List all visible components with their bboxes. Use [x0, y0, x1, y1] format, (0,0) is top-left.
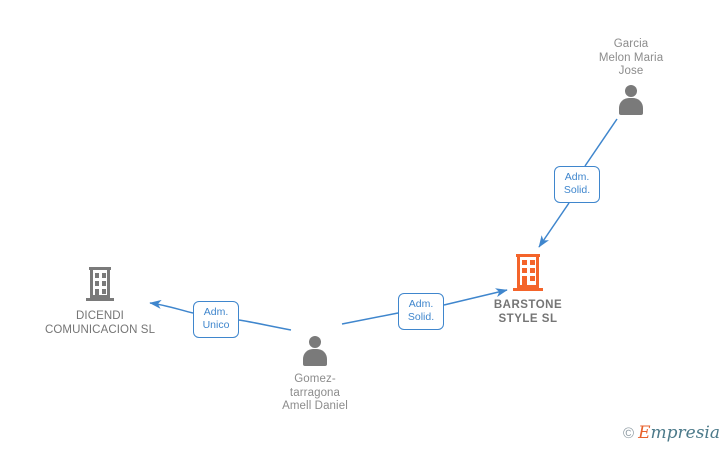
copyright-icon: ©: [623, 425, 635, 442]
building-icon: [448, 252, 608, 297]
empresia-watermark: © Empresia: [623, 425, 720, 442]
person-icon: [235, 336, 395, 371]
brand-initial: E: [638, 423, 651, 443]
brand-logo: Empresia: [638, 425, 720, 442]
node-person-garcia[interactable]: Garcia Melon Maria Jose: [551, 36, 711, 120]
building-icon: [20, 265, 180, 308]
node-label-barstone: BARSTONE STYLE SL: [493, 299, 563, 325]
node-label-dicendi: DICENDI COMUNICACION SL: [44, 310, 156, 336]
edge-label-garcia-barstone[interactable]: Adm. Solid.: [554, 166, 600, 203]
person-icon: [551, 84, 711, 120]
node-company-dicendi[interactable]: DICENDI COMUNICACION SL: [20, 265, 180, 337]
node-label-garcia: Garcia Melon Maria Jose: [598, 38, 664, 77]
brand-rest: mpresia: [650, 423, 721, 443]
node-company-barstone[interactable]: BARSTONE STYLE SL: [448, 252, 608, 326]
node-person-gomez[interactable]: Gomez- tarragona Amell Daniel: [235, 336, 395, 414]
edge-label-gomez-barstone[interactable]: Adm. Solid.: [398, 293, 444, 330]
edge-label-gomez-dicendi[interactable]: Adm. Unico: [193, 301, 239, 338]
node-label-gomez: Gomez- tarragona Amell Daniel: [282, 373, 348, 412]
